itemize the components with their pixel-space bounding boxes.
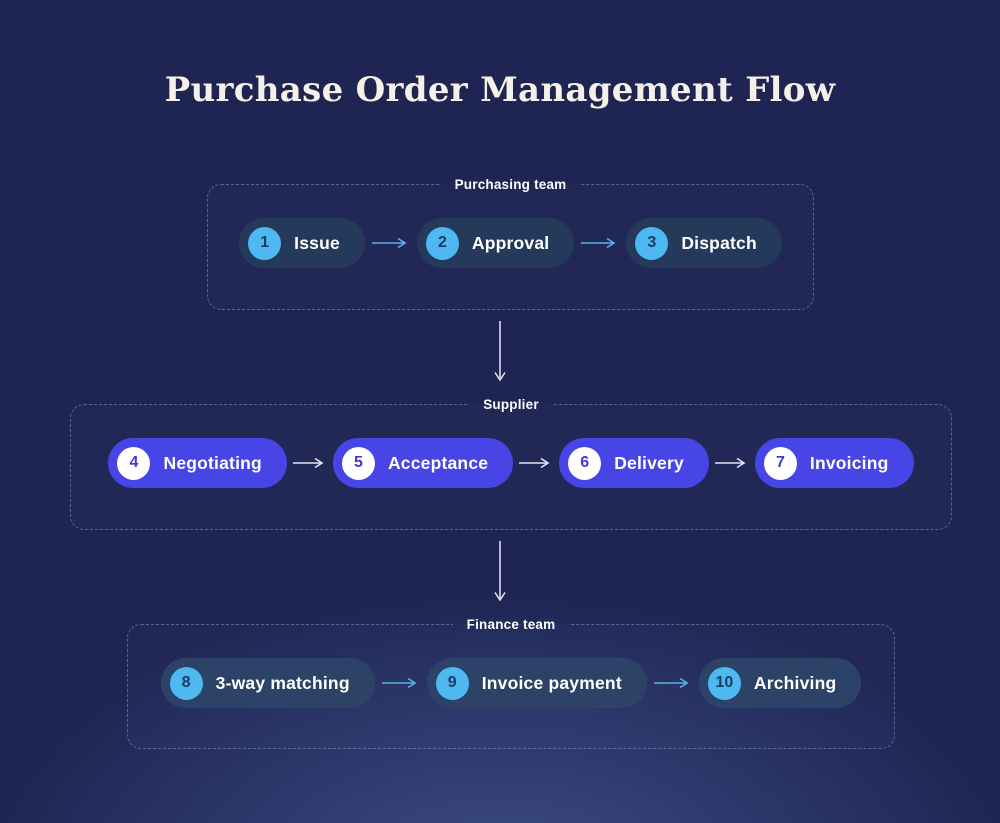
arrow-right-icon bbox=[653, 677, 689, 689]
lane-label: Finance team bbox=[466, 617, 556, 632]
arrow-down-icon bbox=[494, 321, 506, 382]
lane-steps-row: 8 3-way matching 9 Invoice payment 10 Ar… bbox=[138, 632, 884, 734]
step-number-badge: 8 bbox=[169, 666, 203, 700]
step-label: Dispatch bbox=[681, 232, 757, 253]
step-number-badge: 9 bbox=[435, 666, 469, 700]
step-pill-dispatch: 3 Dispatch bbox=[626, 218, 782, 268]
lane-steps-row: 1 Issue 2 Approval 3 Dispatch bbox=[218, 192, 803, 294]
page-title: Purchase Order Management Flow bbox=[164, 70, 836, 110]
lane-purchasing-team: Purchasing team 1 Issue 2 Approval 3 Dis… bbox=[207, 177, 814, 310]
lane-supplier: Supplier 4 Negotiating 5 Acceptance 6 De… bbox=[70, 397, 952, 530]
step-pill-3-way-matching: 8 3-way matching bbox=[160, 658, 375, 708]
step-pill-delivery: 6 Delivery bbox=[559, 438, 709, 488]
step-number-badge: 4 bbox=[117, 446, 151, 480]
step-pill-invoicing: 7 Invoicing bbox=[754, 438, 914, 488]
step-number-badge: 1 bbox=[248, 226, 282, 260]
step-number-badge: 3 bbox=[635, 226, 669, 260]
step-label: Invoice payment bbox=[481, 672, 622, 693]
arrow-right-icon bbox=[292, 457, 324, 469]
step-label: Archiving bbox=[753, 672, 837, 693]
arrow-right-icon bbox=[381, 677, 417, 689]
step-number-badge: 10 bbox=[707, 666, 741, 700]
lane-finance-team: Finance team 8 3-way matching 9 Invoice … bbox=[127, 617, 895, 749]
step-pill-approval: 2 Approval bbox=[416, 218, 575, 268]
lane-steps-row: 4 Negotiating 5 Acceptance 6 Delivery 7 … bbox=[81, 412, 941, 514]
lane-label: Supplier bbox=[483, 397, 539, 412]
step-pill-acceptance: 5 Acceptance bbox=[332, 438, 514, 488]
step-label: Approval bbox=[471, 232, 550, 253]
step-pill-invoice-payment: 9 Invoice payment bbox=[426, 658, 647, 708]
arrow-right-icon bbox=[714, 457, 746, 469]
step-label: Negotiating bbox=[163, 452, 262, 473]
step-number-badge: 2 bbox=[425, 226, 459, 260]
step-label: Delivery bbox=[614, 452, 684, 473]
step-label: Invoicing bbox=[809, 452, 889, 473]
arrow-right-icon bbox=[581, 237, 616, 249]
step-label: Acceptance bbox=[387, 452, 489, 473]
step-number-badge: 5 bbox=[341, 446, 375, 480]
step-number-badge: 6 bbox=[568, 446, 602, 480]
arrow-down-icon bbox=[494, 541, 506, 602]
step-label: Issue bbox=[294, 232, 340, 253]
arrow-right-icon bbox=[519, 457, 550, 469]
arrow-right-icon bbox=[371, 237, 407, 249]
step-label: 3-way matching bbox=[215, 672, 350, 693]
step-number-badge: 7 bbox=[763, 446, 797, 480]
step-pill-issue: 1 Issue bbox=[239, 218, 365, 268]
step-pill-negotiating: 4 Negotiating bbox=[108, 438, 287, 488]
step-pill-archiving: 10 Archiving bbox=[698, 658, 862, 708]
lane-label: Purchasing team bbox=[454, 177, 567, 192]
